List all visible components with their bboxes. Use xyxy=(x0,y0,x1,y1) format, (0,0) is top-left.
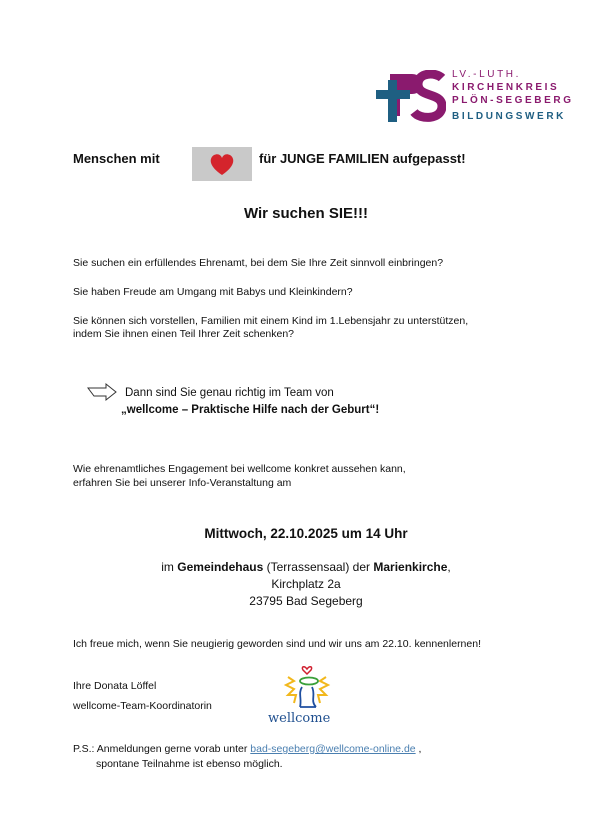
church-name: Marienkirche xyxy=(373,560,448,574)
ps-line-2: spontane Teilnahme ist ebenso möglich. xyxy=(96,758,283,770)
arrow-icon xyxy=(87,382,117,402)
question-3-cont: indem Sie ihnen einen Teil Ihrer Zeit sc… xyxy=(73,328,295,340)
question-2: Sie haben Freude am Umgang mit Babys und… xyxy=(73,286,353,298)
wellcome-wordmark: wellcome xyxy=(268,711,331,726)
cross-ps-logo-mark xyxy=(376,70,446,122)
heart-image xyxy=(192,147,252,181)
signature-name: Ihre Donata Löffel xyxy=(73,680,157,692)
headline-before: Menschen mit xyxy=(73,151,160,166)
callout-line-2: „wellcome – Praktische Hilfe nach der Ge… xyxy=(121,404,380,416)
logo-line-1: LV.-LUTH. xyxy=(452,69,521,80)
logo-line-4: BILDUNGSWERK xyxy=(452,111,566,122)
closing-text: Ich freue mich, wenn Sie neugierig gewor… xyxy=(73,638,481,650)
ps-suffix: , xyxy=(418,743,422,755)
callout-line-1: Dann sind Sie genau richtig im Team von xyxy=(125,387,334,399)
ps-prefix: P.S.: Anmeldungen gerne vorab unter xyxy=(73,743,248,755)
event-date: Mittwoch, 22.10.2025 um 14 Uhr xyxy=(204,526,408,541)
event-venue-line: im Gemeindehaus (Terrassensaal) der Mari… xyxy=(161,560,451,574)
venue-name: Gemeindehaus xyxy=(177,560,264,574)
info-line-2: erfahren Sie bei unserer Info-Veranstalt… xyxy=(73,477,292,489)
venue-prefix: im xyxy=(161,560,174,574)
question-1: Sie suchen ein erfüllendes Ehrenamt, bei… xyxy=(73,257,444,269)
kirchenkreis-logo: LV.-LUTH. KIRCHENKREIS PLÖN-SEGEBERG BIL… xyxy=(376,68,591,130)
logo-line-2: KIRCHENKREIS xyxy=(452,82,560,93)
info-line-1: Wie ehrenamtliches Engagement bei wellco… xyxy=(73,463,406,475)
wellcome-logo: wellcome xyxy=(266,663,348,727)
subheadline: Wir suchen SIE!!! xyxy=(243,205,369,222)
signature-role: wellcome-Team-Koordinatorin xyxy=(73,700,212,712)
headline-after: für JUNGE FAMILIEN aufgepasst! xyxy=(259,151,466,166)
venue-room: (Terrassensaal) der xyxy=(266,560,371,574)
event-city: 23795 Bad Segeberg xyxy=(249,594,363,608)
wellcome-figure-icon xyxy=(283,666,331,708)
question-3: Sie können sich vorstellen, Familien mit… xyxy=(73,315,469,327)
event-street: Kirchplatz 2a xyxy=(271,577,341,591)
heart-icon xyxy=(210,154,234,175)
email-link[interactable]: bad-segeberg@wellcome-online.de xyxy=(250,743,416,755)
ps-line-1: P.S.: Anmeldungen gerne vorab unter bad-… xyxy=(73,743,421,755)
logo-line-3: PLÖN-SEGEBERG xyxy=(452,95,574,106)
